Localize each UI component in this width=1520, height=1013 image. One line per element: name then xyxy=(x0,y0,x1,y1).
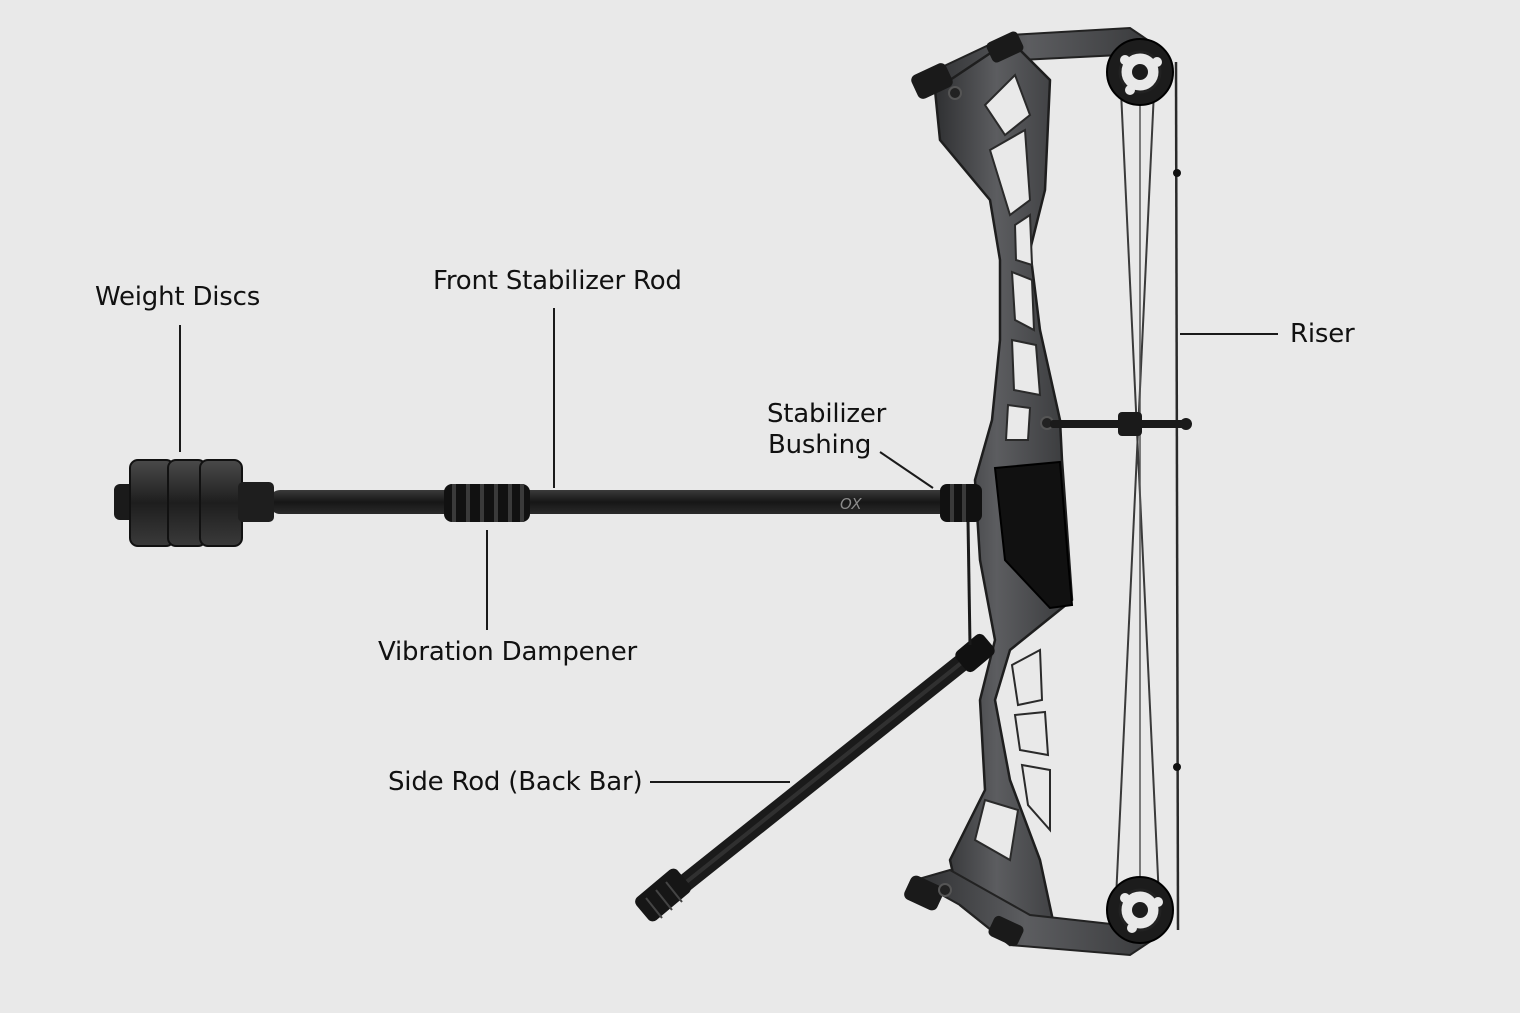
cable-guard xyxy=(1050,412,1192,436)
bow-cable-b xyxy=(1115,70,1155,920)
label-vibration-dampener: Vibration Dampener xyxy=(378,636,637,668)
top-cam xyxy=(1107,39,1173,105)
riser-cutout xyxy=(1015,215,1032,265)
weight-discs xyxy=(114,460,274,546)
label-riser: Riser xyxy=(1290,318,1355,350)
bottom-cam xyxy=(1107,877,1173,943)
side-rod-vertical-connector xyxy=(968,520,970,645)
leader-stabilizer-bushing xyxy=(880,452,933,488)
label-side-rod: Side Rod (Back Bar) xyxy=(388,766,642,798)
string-stop-top xyxy=(1173,169,1181,177)
riser-cutout xyxy=(1006,405,1030,440)
label-front-stabilizer-rod: Front Stabilizer Rod xyxy=(433,265,682,297)
rod-brand-mark: OX xyxy=(840,495,862,513)
front-stabilizer: OX xyxy=(114,460,982,546)
bolt xyxy=(949,87,961,99)
string-stop-bottom xyxy=(1173,763,1181,771)
stabilizer-bushing xyxy=(940,484,982,522)
bolt xyxy=(939,884,951,896)
riser-cutout xyxy=(1012,650,1042,705)
bow-string-group xyxy=(1115,62,1181,930)
riser-cutout xyxy=(1015,712,1048,755)
riser-cutout xyxy=(1012,340,1040,395)
vibration-dampener xyxy=(444,484,530,522)
label-stabilizer-bushing-line2: Bushing xyxy=(768,429,871,461)
label-stabilizer-bushing-line1: Stabilizer xyxy=(767,398,886,430)
label-weight-discs: Weight Discs xyxy=(95,281,260,313)
bow-string xyxy=(1176,62,1178,930)
